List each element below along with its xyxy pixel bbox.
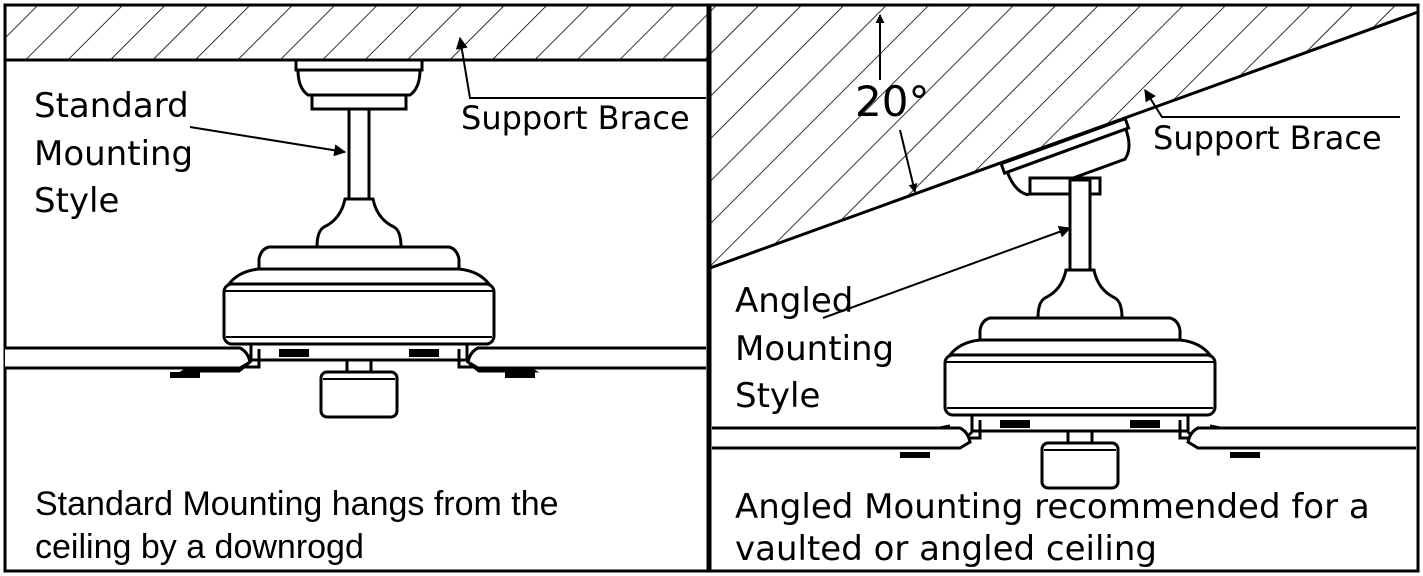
support-brace-arrow-left [455,36,706,99]
angled-mounting-label-line1: Angled [735,281,853,321]
angled-fan-blades [712,426,1416,458]
angled-mounting-arrow [822,226,1072,319]
standard-caption-line1: Standard Mounting hangs from the [35,485,559,523]
standard-mounting-label-line2: Mounting [34,134,193,174]
angle-label: 20° [855,77,929,126]
angled-mounting-label-line2: Mounting [735,329,894,369]
angled-mounting-label-line3: Style [735,376,820,416]
angled-caption-line1: Angled Mounting recommended for a [735,487,1370,527]
angle-arrow-down [899,129,918,193]
support-brace-label-right: Support Brace [1153,119,1382,157]
support-brace-label-left: Support Brace [461,99,690,137]
standard-mounting-panel: Standard Mounting Style Support Brace St… [3,3,710,573]
standard-mounting-label-line1: Standard [34,86,189,126]
angled-ceiling-hatch [708,3,1420,271]
standard-mounting-label-line3: Style [34,181,119,221]
support-brace-arrow-right [1144,88,1400,118]
angled-mounting-panel: 20° Support Brace Angled Mounting Style … [708,3,1420,573]
ceiling-hatch [3,3,710,62]
angled-caption-line2: vaulted or angled ceiling [735,529,1157,569]
fan-blades [5,346,706,378]
canopy [294,58,424,111]
standard-caption-line2: ceiling by a downrogd [35,528,364,566]
standard-mounting-arrow [189,126,347,157]
